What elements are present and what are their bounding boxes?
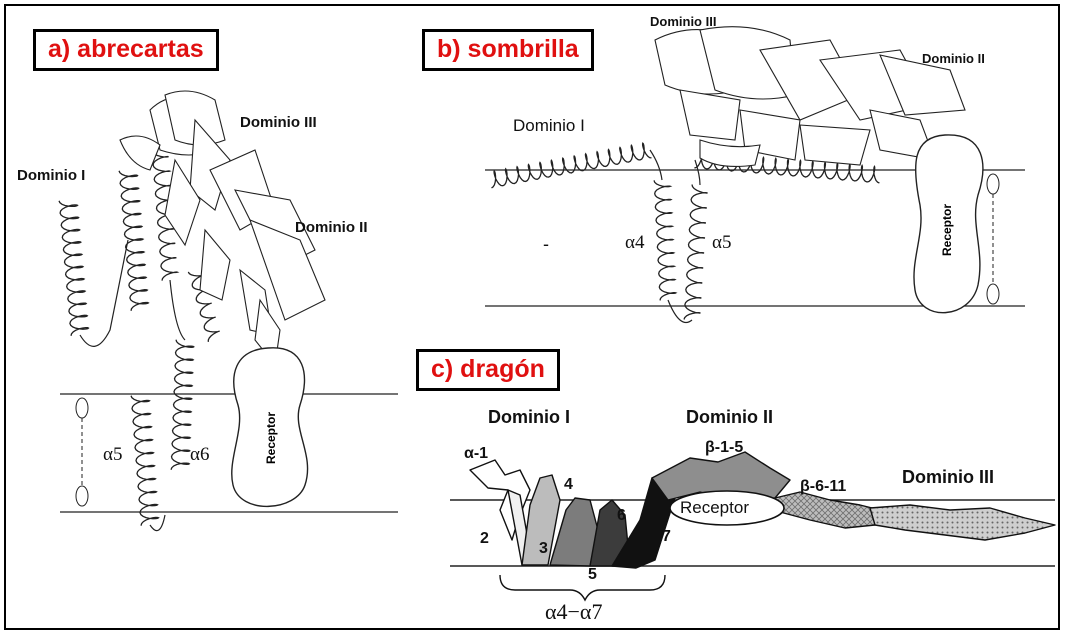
helix-coil bbox=[131, 396, 159, 526]
panel-b-title: b) sombrilla bbox=[422, 29, 594, 71]
panel-b-beta-sheets bbox=[655, 27, 965, 167]
panel-c-beta15-label: β-1-5 bbox=[705, 440, 743, 456]
panel-c-helix-3-label: 3 bbox=[539, 541, 548, 557]
panel-c-title: c) dragón bbox=[416, 349, 560, 391]
panel-a-title: a) abrecartas bbox=[33, 29, 219, 71]
panel-c-domain3-label: Dominio III bbox=[902, 468, 994, 486]
panel-a-domain3-label: Dominio III bbox=[240, 115, 317, 130]
panel-c-alpha1-label: α-1 bbox=[464, 446, 488, 462]
panel-a-receptor-label: Receptor bbox=[265, 408, 277, 468]
panel-b-domain3-label: Dominio III bbox=[650, 15, 716, 28]
panel-c-domain2-label: Dominio II bbox=[686, 408, 773, 426]
panel-c-helix-6-label: 6 bbox=[617, 508, 626, 524]
panel-c-domain1-label: Dominio I bbox=[488, 408, 570, 426]
panel-c-helix-4-label: 4 bbox=[564, 477, 573, 493]
panel-c-helix-2-label: 2 bbox=[480, 531, 489, 547]
panel-b-domain1-label: Dominio I bbox=[513, 117, 585, 134]
panel-c-receptor-label: Receptor bbox=[680, 499, 749, 516]
helix-coil bbox=[684, 185, 708, 320]
panel-b-helix-a5-label: α5 bbox=[712, 233, 731, 252]
panel-b-helix-a4-label: α4 bbox=[625, 233, 644, 252]
panel-a-domain2-label: Dominio II bbox=[295, 220, 368, 235]
panel-a-helix-a6-label: α6 bbox=[190, 445, 209, 464]
panel-c-helix-5-label: 5 bbox=[588, 567, 597, 583]
panel-c-range-label: α4−α7 bbox=[545, 601, 602, 623]
helix-coil bbox=[119, 171, 148, 311]
panel-b-domain2-label: Dominio II bbox=[922, 52, 985, 65]
panel-c-beta611-label: β-6-11 bbox=[800, 479, 846, 495]
panel-c-brace bbox=[500, 575, 665, 600]
helix-coil bbox=[492, 143, 652, 188]
helix-coil bbox=[59, 201, 88, 336]
panel-b-dash-mark: - bbox=[543, 235, 549, 253]
panel-a-domain1-label: Dominio I bbox=[17, 168, 85, 183]
helix-coil bbox=[654, 180, 676, 300]
panel-b-receptor-label: Receptor bbox=[941, 200, 953, 260]
panel-a-helix-a5-label: α5 bbox=[103, 445, 122, 464]
helix-loop bbox=[80, 240, 185, 531]
panel-c-helix-7-label: 7 bbox=[662, 529, 671, 545]
